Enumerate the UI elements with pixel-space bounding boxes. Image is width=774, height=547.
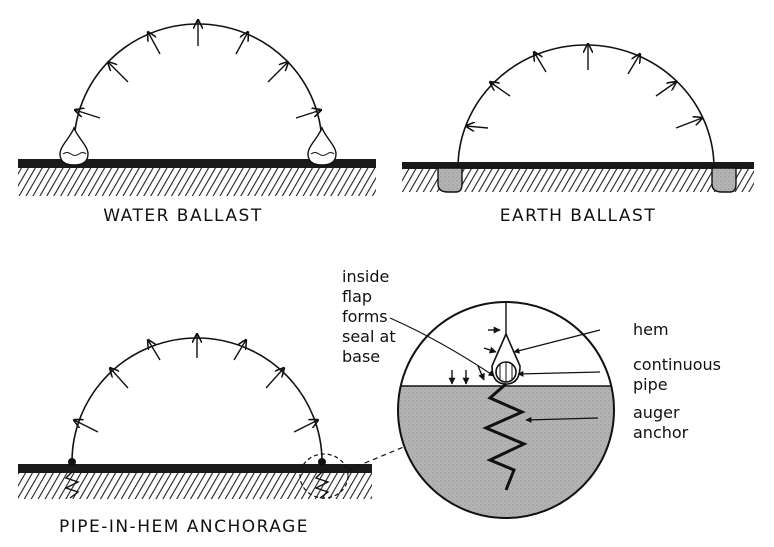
- dome-membrane: [457, 44, 715, 169]
- auger-anchor-left: [64, 471, 80, 499]
- pressure-arrow: [265, 368, 284, 389]
- pipe-leader: [517, 370, 601, 377]
- pressure-arrow: [675, 118, 702, 129]
- pressure-arrow: [293, 420, 318, 433]
- detail-callout-circle: [299, 453, 349, 499]
- hem-label: hem: [633, 320, 669, 339]
- flap-label: inside flap forms seal at base: [342, 267, 401, 366]
- earth-ballast-caption: EARTH BALLAST: [500, 206, 656, 226]
- earth-ballast-panel: EARTH BALLAST: [402, 44, 754, 226]
- ground-surface: [18, 159, 376, 168]
- water-bag-left: [59, 126, 89, 166]
- pressure-arrow: [110, 368, 129, 389]
- water-bag-right: [307, 126, 337, 166]
- pressure-arrow: [267, 62, 288, 83]
- pressure-arrow: [148, 340, 161, 361]
- anchor-label: auger anchor: [633, 403, 689, 442]
- anchor-leader: [525, 416, 599, 423]
- hem-leader: [513, 329, 601, 354]
- detail-auger-anchor: [482, 382, 528, 491]
- pressure-arrows: [75, 20, 321, 119]
- anchorage-detail: inside flap forms seal at base hem conti…: [342, 267, 726, 519]
- hem-pipe-left: [68, 458, 76, 466]
- pressure-arrow: [74, 420, 99, 433]
- auger-anchor-right: [314, 471, 330, 499]
- pipe-in-hem-caption: PIPE-IN-HEM ANCHORAGE: [59, 517, 309, 537]
- pressure-arrows: [466, 44, 702, 128]
- pressure-arrow: [233, 340, 246, 361]
- pressure-arrow: [490, 82, 511, 97]
- pressure-arrow: [534, 52, 547, 73]
- pressure-arrow: [108, 62, 129, 83]
- earth-trench-left: [437, 167, 463, 193]
- detail-pressure-arrows: [448, 326, 501, 385]
- pressure-arrow: [477, 365, 485, 381]
- pressure-arrows: [74, 334, 318, 433]
- water-ballast-caption: WATER BALLAST: [103, 206, 262, 226]
- flap-leader: [389, 317, 495, 377]
- pressure-arrow: [627, 54, 640, 75]
- ground-surface: [18, 464, 372, 473]
- pressure-arrow: [466, 126, 489, 128]
- pressure-arrow: [483, 346, 497, 354]
- pressure-arrow: [235, 32, 248, 55]
- detail-callout-line: [347, 445, 407, 471]
- hem-pipe-right: [318, 458, 326, 466]
- water-ballast-panel: WATER BALLAST: [18, 20, 376, 226]
- pressure-arrow: [655, 82, 676, 97]
- pipe-in-hem-panel: PIPE-IN-HEM ANCHORAGE: [18, 334, 407, 537]
- pressure-arrow: [295, 110, 321, 119]
- pipe-label: continuous pipe: [633, 355, 726, 394]
- pressure-arrow: [148, 32, 161, 55]
- ground-surface: [402, 162, 754, 169]
- pressure-arrow: [75, 110, 101, 119]
- earth-trench-right: [711, 167, 737, 193]
